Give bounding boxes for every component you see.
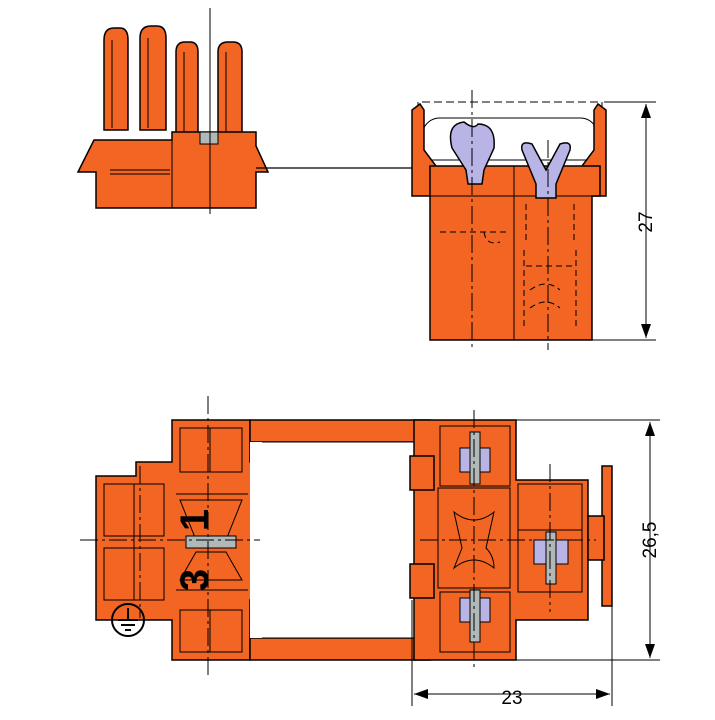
pin-1	[103, 27, 129, 131]
dimension-height-front: 26,5	[640, 522, 661, 559]
pin-label-top: 1	[173, 509, 217, 531]
pin-4	[217, 41, 243, 141]
pin-label-bottom: 3	[173, 569, 217, 591]
socket-body	[429, 165, 601, 341]
side-view-right	[411, 90, 656, 350]
frame-bottom-bar	[249, 637, 431, 661]
dimension-width-front: 23	[501, 688, 522, 709]
dim-arrow-down	[641, 324, 651, 338]
dimension-height-side: 27	[636, 211, 657, 232]
frame-top-bar	[249, 419, 431, 443]
ground-icon	[111, 603, 145, 637]
side-view-left	[76, 8, 430, 214]
contact-2	[520, 142, 572, 199]
dim-arrow-up	[641, 104, 651, 118]
dim-arrow-up-2	[645, 422, 655, 436]
side-metal-clip	[199, 131, 219, 145]
front-metal-clip	[185, 535, 237, 549]
dim-arrow-right	[596, 689, 610, 699]
pin-3	[175, 41, 199, 141]
dim-arrow-down-2	[645, 644, 655, 658]
side-body	[76, 131, 270, 209]
pin-2	[139, 25, 167, 131]
dim-arrow-left	[414, 689, 428, 699]
front-view	[80, 396, 660, 706]
